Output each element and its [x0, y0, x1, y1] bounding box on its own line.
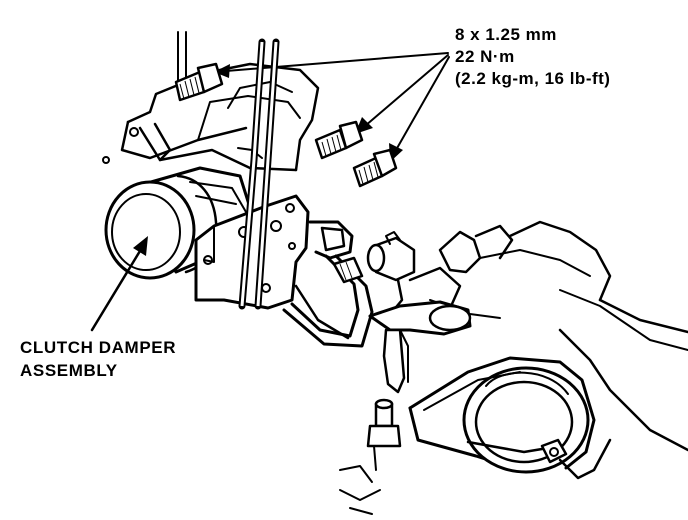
vertical-pipes — [238, 38, 280, 310]
torque-alt-label: (2.2 kg-m, 16 lb-ft) — [455, 69, 610, 88]
bolt-top — [174, 62, 224, 102]
bolt-middle — [314, 120, 364, 160]
leader-line-lower-bolt — [395, 56, 450, 151]
arrowhead-top-bolt — [214, 64, 230, 78]
floor-lines — [339, 465, 381, 515]
release-fork — [368, 300, 472, 394]
bolt-lower — [352, 148, 398, 188]
callout-line1: CLUTCH DAMPER — [20, 338, 176, 357]
hydraulic-line — [282, 220, 374, 348]
mounting-plate — [194, 194, 310, 310]
transmission-housing — [408, 220, 688, 452]
leader-line-middle-bolt — [364, 54, 449, 127]
lower-stud — [366, 398, 402, 471]
clutch-damper-callout: CLUTCH DAMPER ASSEMBLY — [20, 236, 176, 380]
torque-spec: 8 x 1.25 mm 22 N·m (2.2 kg-m, 16 lb-ft) — [455, 25, 610, 88]
mount-bushing — [462, 366, 590, 474]
callout-arrowhead — [133, 236, 148, 256]
mounting-bracket — [102, 62, 320, 172]
callout-line2: ASSEMBLY — [20, 361, 118, 380]
slave-cylinder — [366, 231, 416, 314]
engine-mount — [408, 356, 612, 480]
bolt-size-label: 8 x 1.25 mm — [455, 25, 557, 44]
callout-leader-line — [90, 244, 145, 332]
torque-nm-label: 22 N·m — [455, 47, 515, 66]
